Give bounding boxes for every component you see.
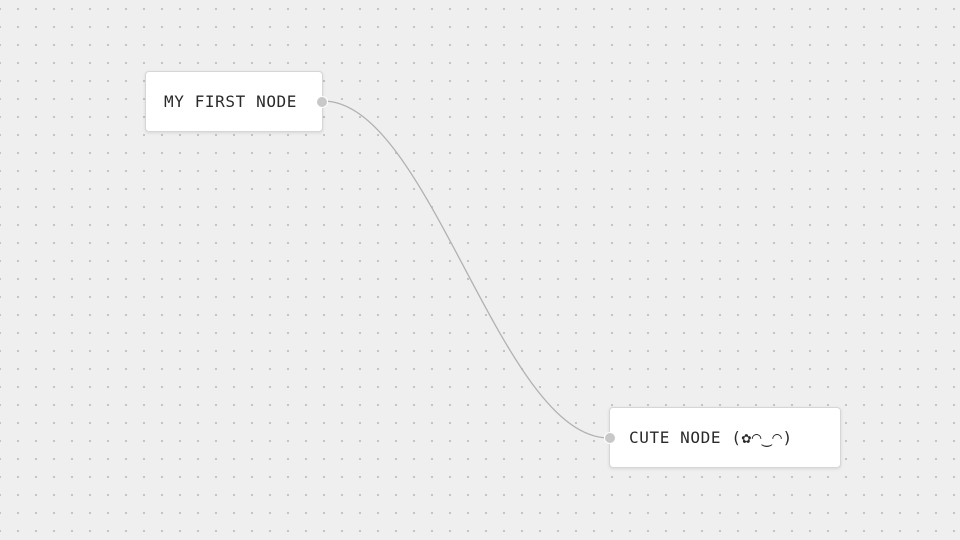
target-handle[interactable] (604, 431, 616, 444)
node-my-first-node[interactable]: MY FIRST NODE (145, 71, 328, 132)
node-cute-node[interactable]: CUTE NODE (✿◠‿◠) (604, 407, 841, 468)
source-handle[interactable] (316, 95, 328, 108)
node-label: MY FIRST NODE (164, 92, 298, 111)
node-label: CUTE NODE (✿◠‿◠) (629, 428, 793, 447)
